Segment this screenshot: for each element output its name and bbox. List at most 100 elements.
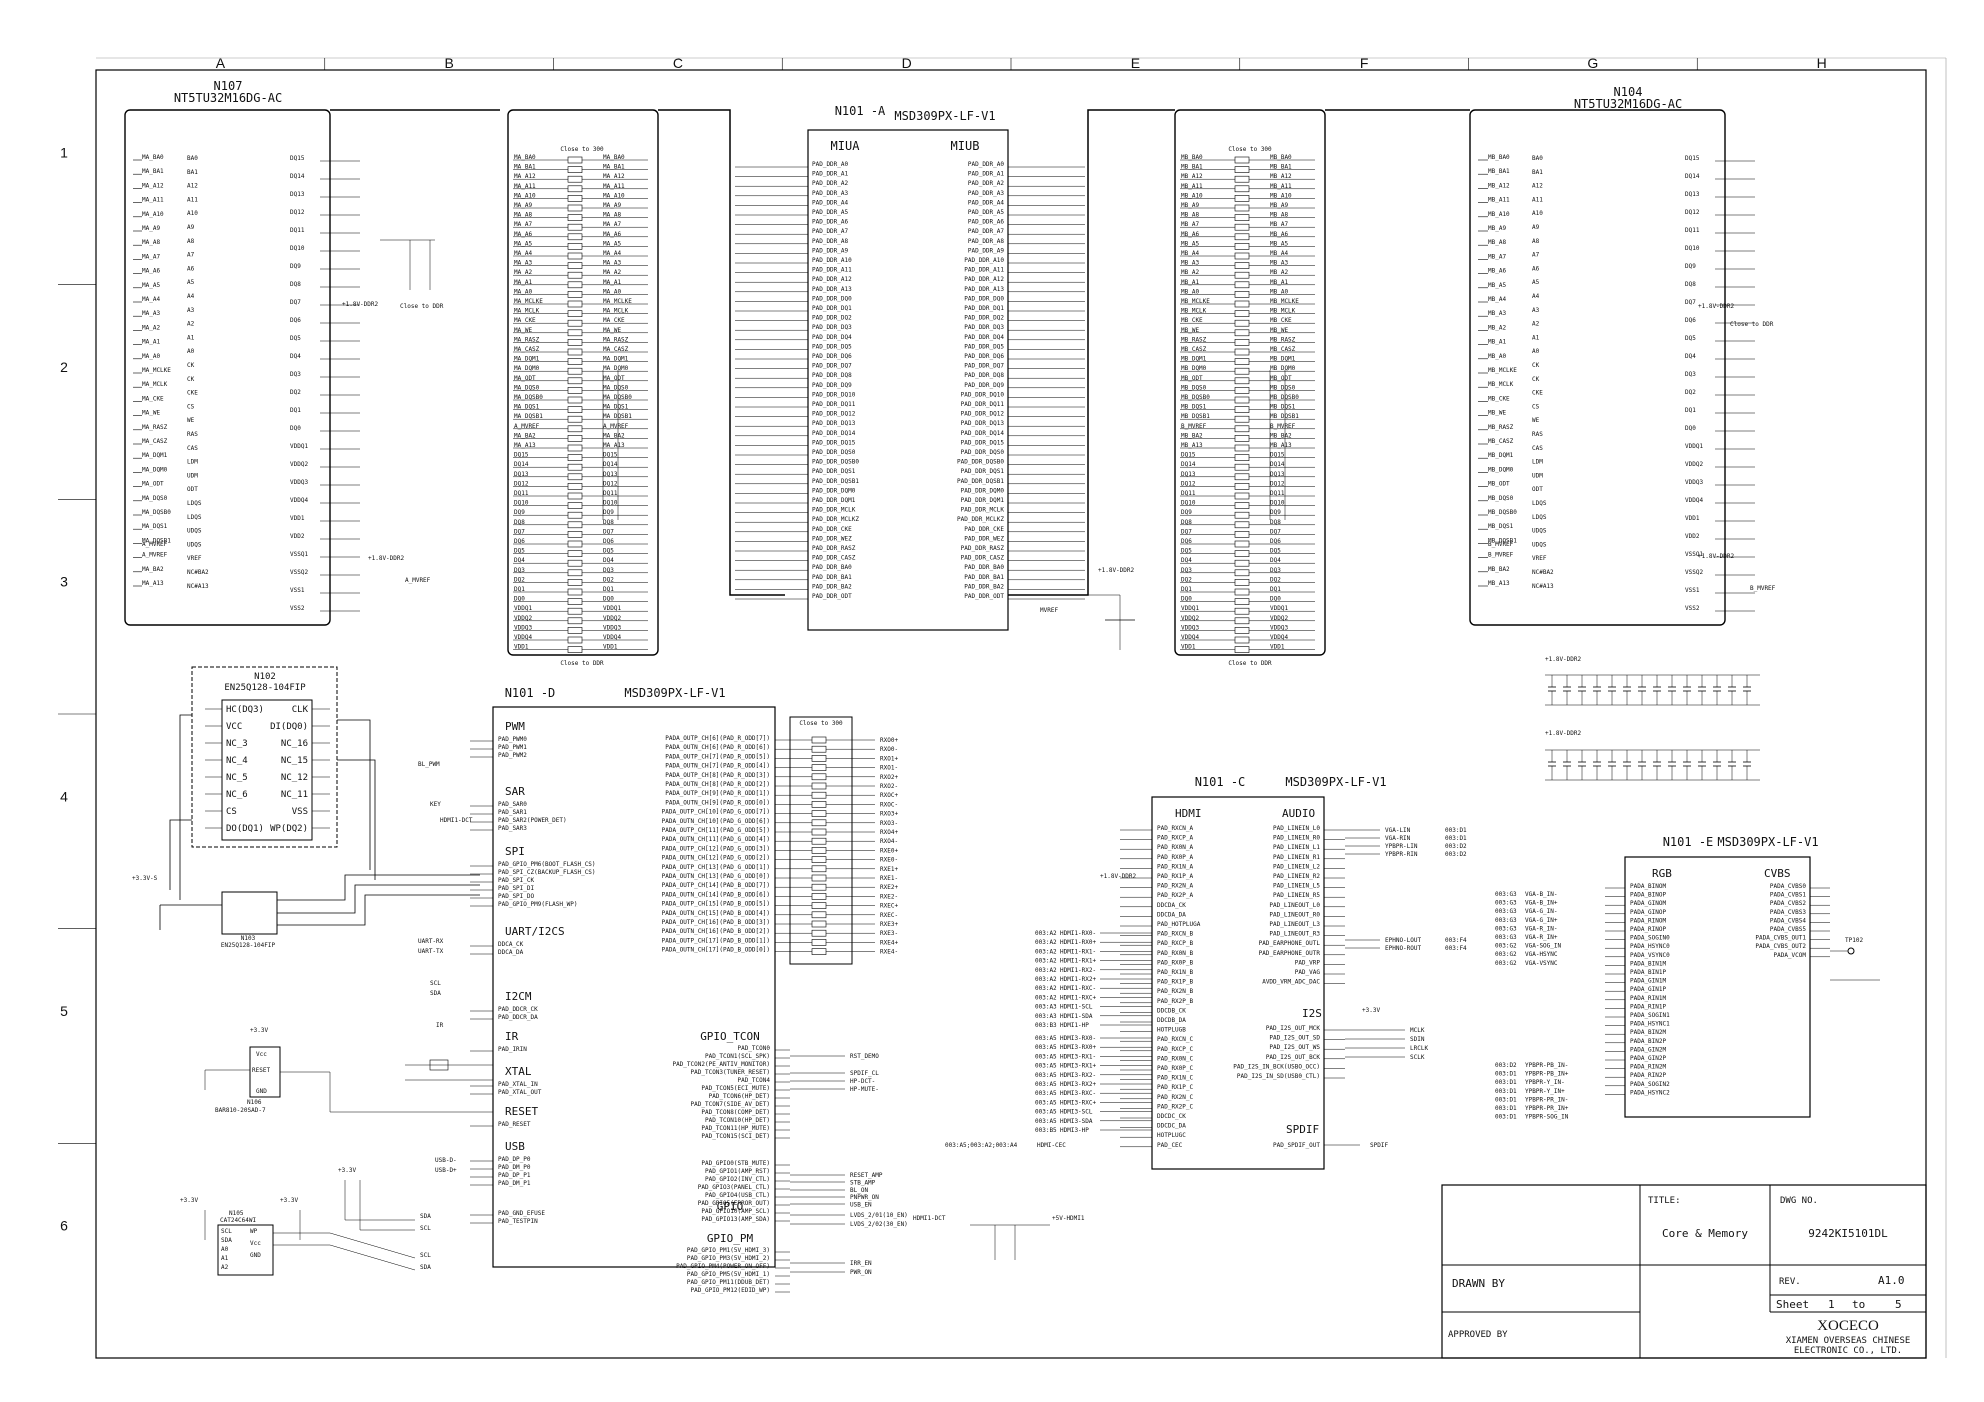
miua-bank-net-l-1: MA_BA1 (514, 164, 536, 171)
hdmi-net-b-0: HDMI3-RX0- (1060, 1035, 1096, 1042)
n104-pin-left-4: MB_A10 (1488, 211, 1510, 218)
n104-pin-right-17: VDDQ2 (1685, 461, 1703, 468)
miub-bank-net-l-46: DQ0 (1181, 596, 1192, 603)
n101d-lvds-1: PADA_OUTN_CH[6](PAD_R_ODD[6]) (665, 744, 770, 751)
close-to-ddr-n104: Close to DDR (1730, 321, 1774, 328)
n101d-lvds-23: PADA_OUTN_CH[17](PAD_B_ODD[0]) (662, 947, 770, 954)
n101d-section-1: SAR (505, 785, 525, 798)
miua-label: MIUA (831, 139, 861, 153)
miua-bank-net-r-43: DQ3 (603, 567, 614, 574)
rail-v18-n104-2: +1.8V-DDR2 (1698, 553, 1735, 560)
n107-pin-left-9: MA_A5 (142, 282, 160, 289)
v5-hdmi1: +5V-HDMI1 (1052, 1215, 1085, 1222)
zone-row-1: 1 (60, 144, 68, 160)
n101d-1-pin-1: PAD_SAR1 (498, 809, 527, 816)
miua-bank-net-l-7: MA_A7 (514, 221, 532, 228)
n104-pin-right-5: DQ10 (1685, 245, 1700, 252)
n101d-lvds-21: PADA_OUTN_CH[16](PAD_B_ODD[2]) (662, 928, 770, 935)
n102-pin-left-2: NC_3 (226, 739, 248, 749)
chip-n103: N103 EN25Q128-104FIP (221, 891, 278, 949)
miub-bank-net-r-20: MB_CASZ (1270, 346, 1296, 353)
hdmi-net-a-9: HDMI1-SDA (1060, 1013, 1093, 1020)
n102-pin-left-7: DO(DQ1) (226, 824, 264, 834)
n107-pin-right-2: DQ13 (290, 191, 305, 198)
spdif-gpio-net-2: HP-MUTE- (850, 1086, 879, 1093)
n101d-2-pin-0: PAD_GPIO_PM6(BOOT_FLASH_CS) (498, 861, 596, 868)
n101a-left-pin-0: PAD_DDR_A0 (812, 161, 849, 168)
n107-pin-left-15: MA_MCLKE (142, 367, 171, 374)
miua-bank-net-r-50: VDDQ4 (603, 634, 621, 641)
n101a-left-pin-31: PAD_DDR_DQSB0 (812, 459, 859, 466)
hdmi-cec-net: HDMI-CEC (1037, 1142, 1066, 1149)
n105-pin-1: SDA (221, 1237, 232, 1244)
n104-pin-left-27: MB_DQSB1 (1488, 537, 1517, 544)
sda-label: SDA (420, 1213, 431, 1220)
n102-pin-right-0: CLK (292, 705, 309, 715)
n104-inner-29: VREF (1532, 555, 1547, 562)
n104-inner-18: CS (1532, 403, 1540, 410)
hdmi-net-a-3: HDMI1-RX1+ (1060, 958, 1097, 965)
gpio-net-3: PNPWR_ON (850, 1194, 879, 1201)
miub-bank-net-r-13: MB_A1 (1270, 279, 1288, 286)
n101c-i2s-2: PAD_I2S_OUT_WS (1269, 1044, 1320, 1051)
n101a-right-pin-5: PAD_DDR_A5 (968, 209, 1005, 216)
n101c-hdmi-26: PAD_RX1N_C (1157, 1075, 1194, 1082)
miub-bank-net-r-39: DQ7 (1270, 528, 1281, 535)
miua-bank-net-l-31: DQ15 (514, 452, 529, 459)
miub-bank-net-l-48: VDDQ2 (1181, 615, 1199, 622)
tp102-label: TP102 (1845, 937, 1863, 944)
ypbpr-ref-0: 003:D2 (1495, 1062, 1517, 1069)
n104-inner-28: UDQS (1532, 541, 1547, 548)
rev-label: REV. (1779, 1277, 1801, 1287)
n104-pin-right-8: DQ7 (1685, 299, 1696, 306)
ypbpr-net-3: YPBPR-Y_IN+ (1525, 1088, 1565, 1095)
n101d-gpio-5: PAD_GPIO5(ERROR_OUT) (698, 1200, 770, 1207)
n101a-right-pin-25: PAD_DDR_DQ11 (961, 401, 1005, 408)
n107-pin-left-13: MA_A1 (142, 339, 160, 346)
miua-bank-net-l-17: MA_CKE (514, 317, 536, 324)
miub-bank-net-l-33: DQ13 (1181, 471, 1196, 478)
n101d-rsection-1: GPIO (717, 1200, 744, 1213)
n101d-tcon-7: PAD_TCON7(SIDE_AV_DET) (691, 1101, 770, 1108)
n107-pin-left-14: MA_A0 (142, 353, 160, 360)
n101c-i2s-4: PAD_I2S_IN_BCK(USBO_OCC) (1233, 1063, 1320, 1070)
n101d-ref: N101 -D (505, 686, 556, 700)
spdif-out-net: SPDIF (1370, 1142, 1388, 1149)
n104-pin-right-14: DQ1 (1685, 407, 1696, 414)
miub-bank-net-r-30: MB_A13 (1270, 442, 1292, 449)
miua-bank-net-l-33: DQ13 (514, 471, 529, 478)
vga-net-1: VGA-B_IN+ (1525, 900, 1558, 907)
miua-bank-net-l-44: DQ2 (514, 576, 525, 583)
miua-bank-net-l-4: MA_A10 (514, 192, 536, 199)
n101d-section-4: I2CM (505, 990, 532, 1003)
ypbpr-net-4: YPBPR-PR_IN- (1525, 1096, 1568, 1103)
n102-part: EN25Q128-104FIP (224, 683, 306, 693)
miub-label: MIUB (951, 139, 980, 153)
n101a-left-pin-2: PAD_DDR_A2 (812, 180, 849, 187)
miua-bank-net-l-28: A_MVREF (514, 423, 540, 430)
n101e-cvbs-5: PADA_CVBS5 (1770, 926, 1807, 933)
n104-pin-left-12: MB_A2 (1488, 324, 1506, 331)
n101a-right-pin-45: PAD_DDR_ODT (964, 593, 1004, 600)
n101a-right-pin-12: PAD_DDR_A12 (964, 276, 1004, 283)
vga-ref-8: 003:G2 (1495, 960, 1517, 967)
miua-bank-net-r-20: MA_CASZ (603, 346, 629, 353)
hdmi-ref-b-7: 003:A5 (1035, 1099, 1057, 1106)
n101a-right-pin-2: PAD_DDR_A2 (968, 180, 1005, 187)
n101e-rgb-2: PADA_GINOM (1630, 900, 1667, 907)
n101c-hdmi-16: PAD_RX1P_B (1157, 979, 1194, 986)
n101e-rgb-19: PADA_GIN2M (1630, 1046, 1667, 1053)
n101a-left-pin-8: PAD_DDR_A8 (812, 238, 849, 245)
n104-pin-left-18: MB_WE (1488, 410, 1506, 417)
n101c-ref: N101 -C (1195, 775, 1246, 789)
n101d-section-8: USB (505, 1140, 525, 1153)
zone-row-3: 3 (60, 574, 68, 590)
n102-pin-right-6: VSS (292, 807, 308, 817)
hdmi-net-a-7: HDMI1-RXC+ (1060, 994, 1097, 1001)
n105-pin-7: GND (250, 1252, 261, 1259)
miua-bank-net-l-27: MA_DQSB1 (514, 413, 543, 420)
n101a-right-pin-10: PAD_DDR_A10 (964, 257, 1004, 264)
n107-pin-right-22: VSSQ1 (290, 551, 308, 558)
chip-n101d: N101 -D MSD309PX-LF-V1 PWMPAD_PWM0PAD_PW… (470, 686, 790, 1294)
n104-pin-right-3: DQ12 (1685, 209, 1700, 216)
